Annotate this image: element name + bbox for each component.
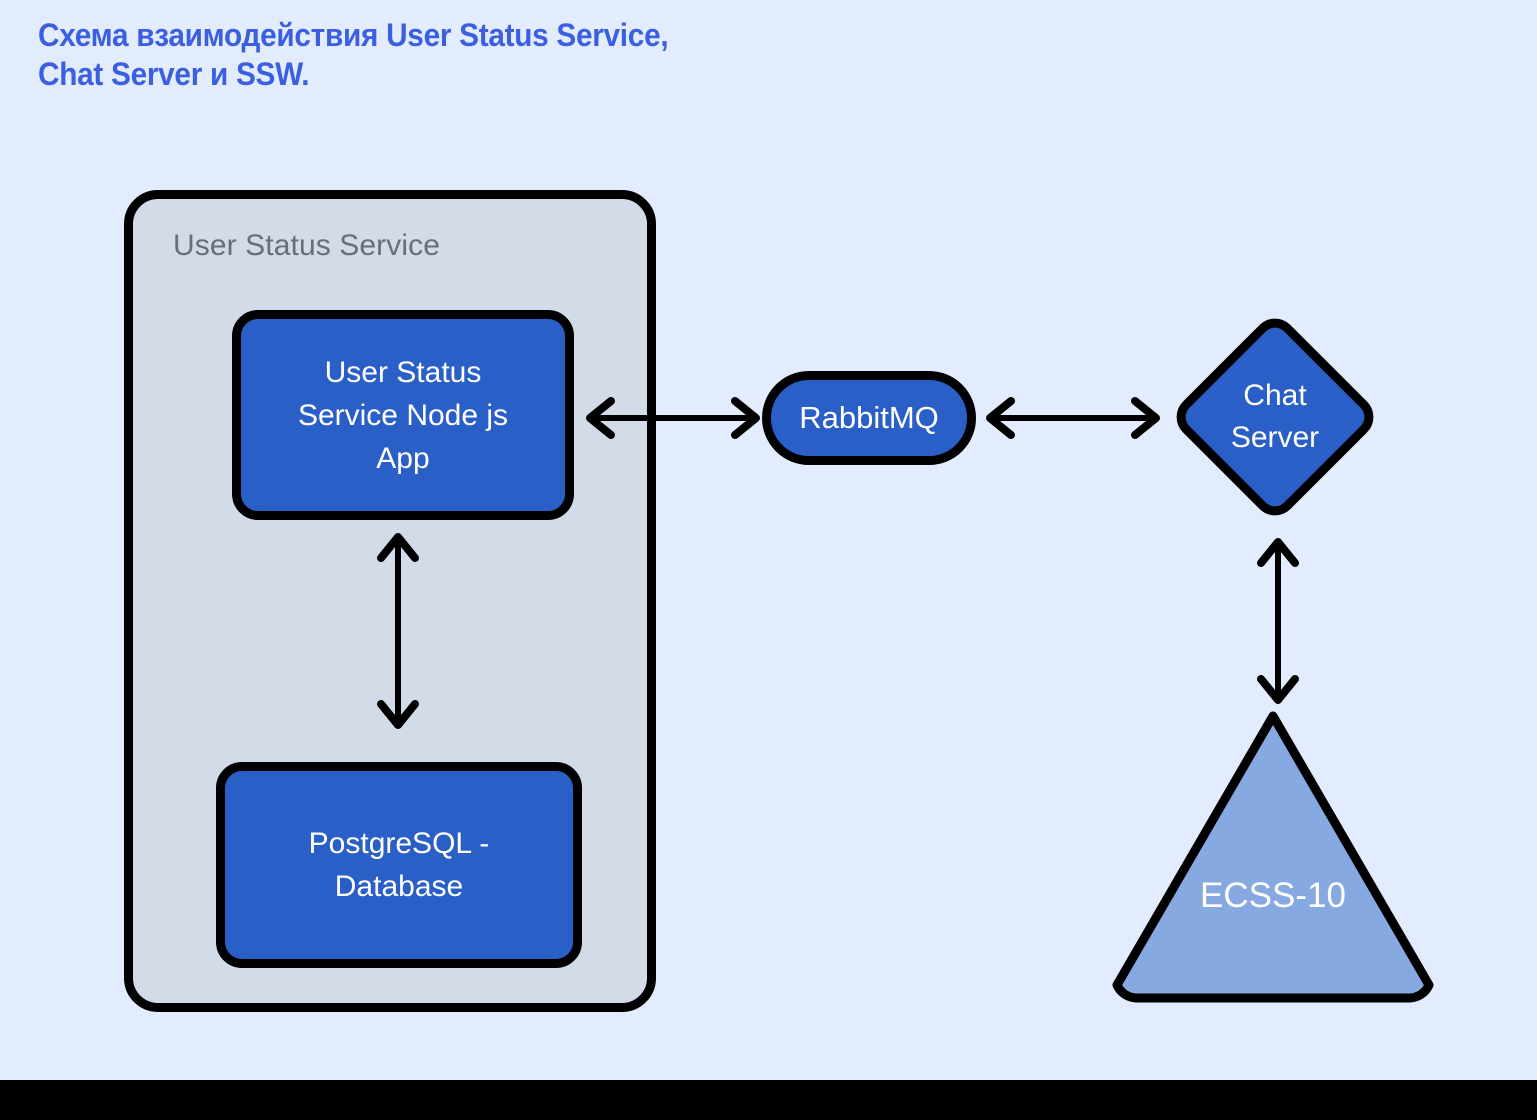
edge-app-postgresql (377, 533, 419, 729)
node-chat-server-label: Chat Server (1230, 379, 1320, 454)
edge-app-rabbitmq (586, 397, 760, 439)
node-postgresql-database[interactable]: PostgreSQL - Database (216, 762, 582, 968)
page-title: Схема взаимодействия User Status Service… (38, 17, 669, 92)
triangle-shape (1112, 711, 1434, 1003)
node-user-status-service-node-js-app[interactable]: User Status Service Node js App (232, 310, 574, 520)
node-rabbitmq[interactable]: RabbitMQ (762, 371, 976, 465)
bottom-bar (0, 1080, 1537, 1120)
edge-rabbitmq-chat-server (986, 397, 1160, 439)
group-label: User Status Service (173, 229, 440, 262)
node-ecss-10-label: ECSS-10 (1200, 876, 1346, 915)
edge-chat-server-ecss-10 (1257, 538, 1299, 704)
node-ecss-10[interactable]: ECSS-10 (1092, 698, 1454, 1016)
node-chat-server[interactable]: Chat Server (1167, 309, 1383, 525)
